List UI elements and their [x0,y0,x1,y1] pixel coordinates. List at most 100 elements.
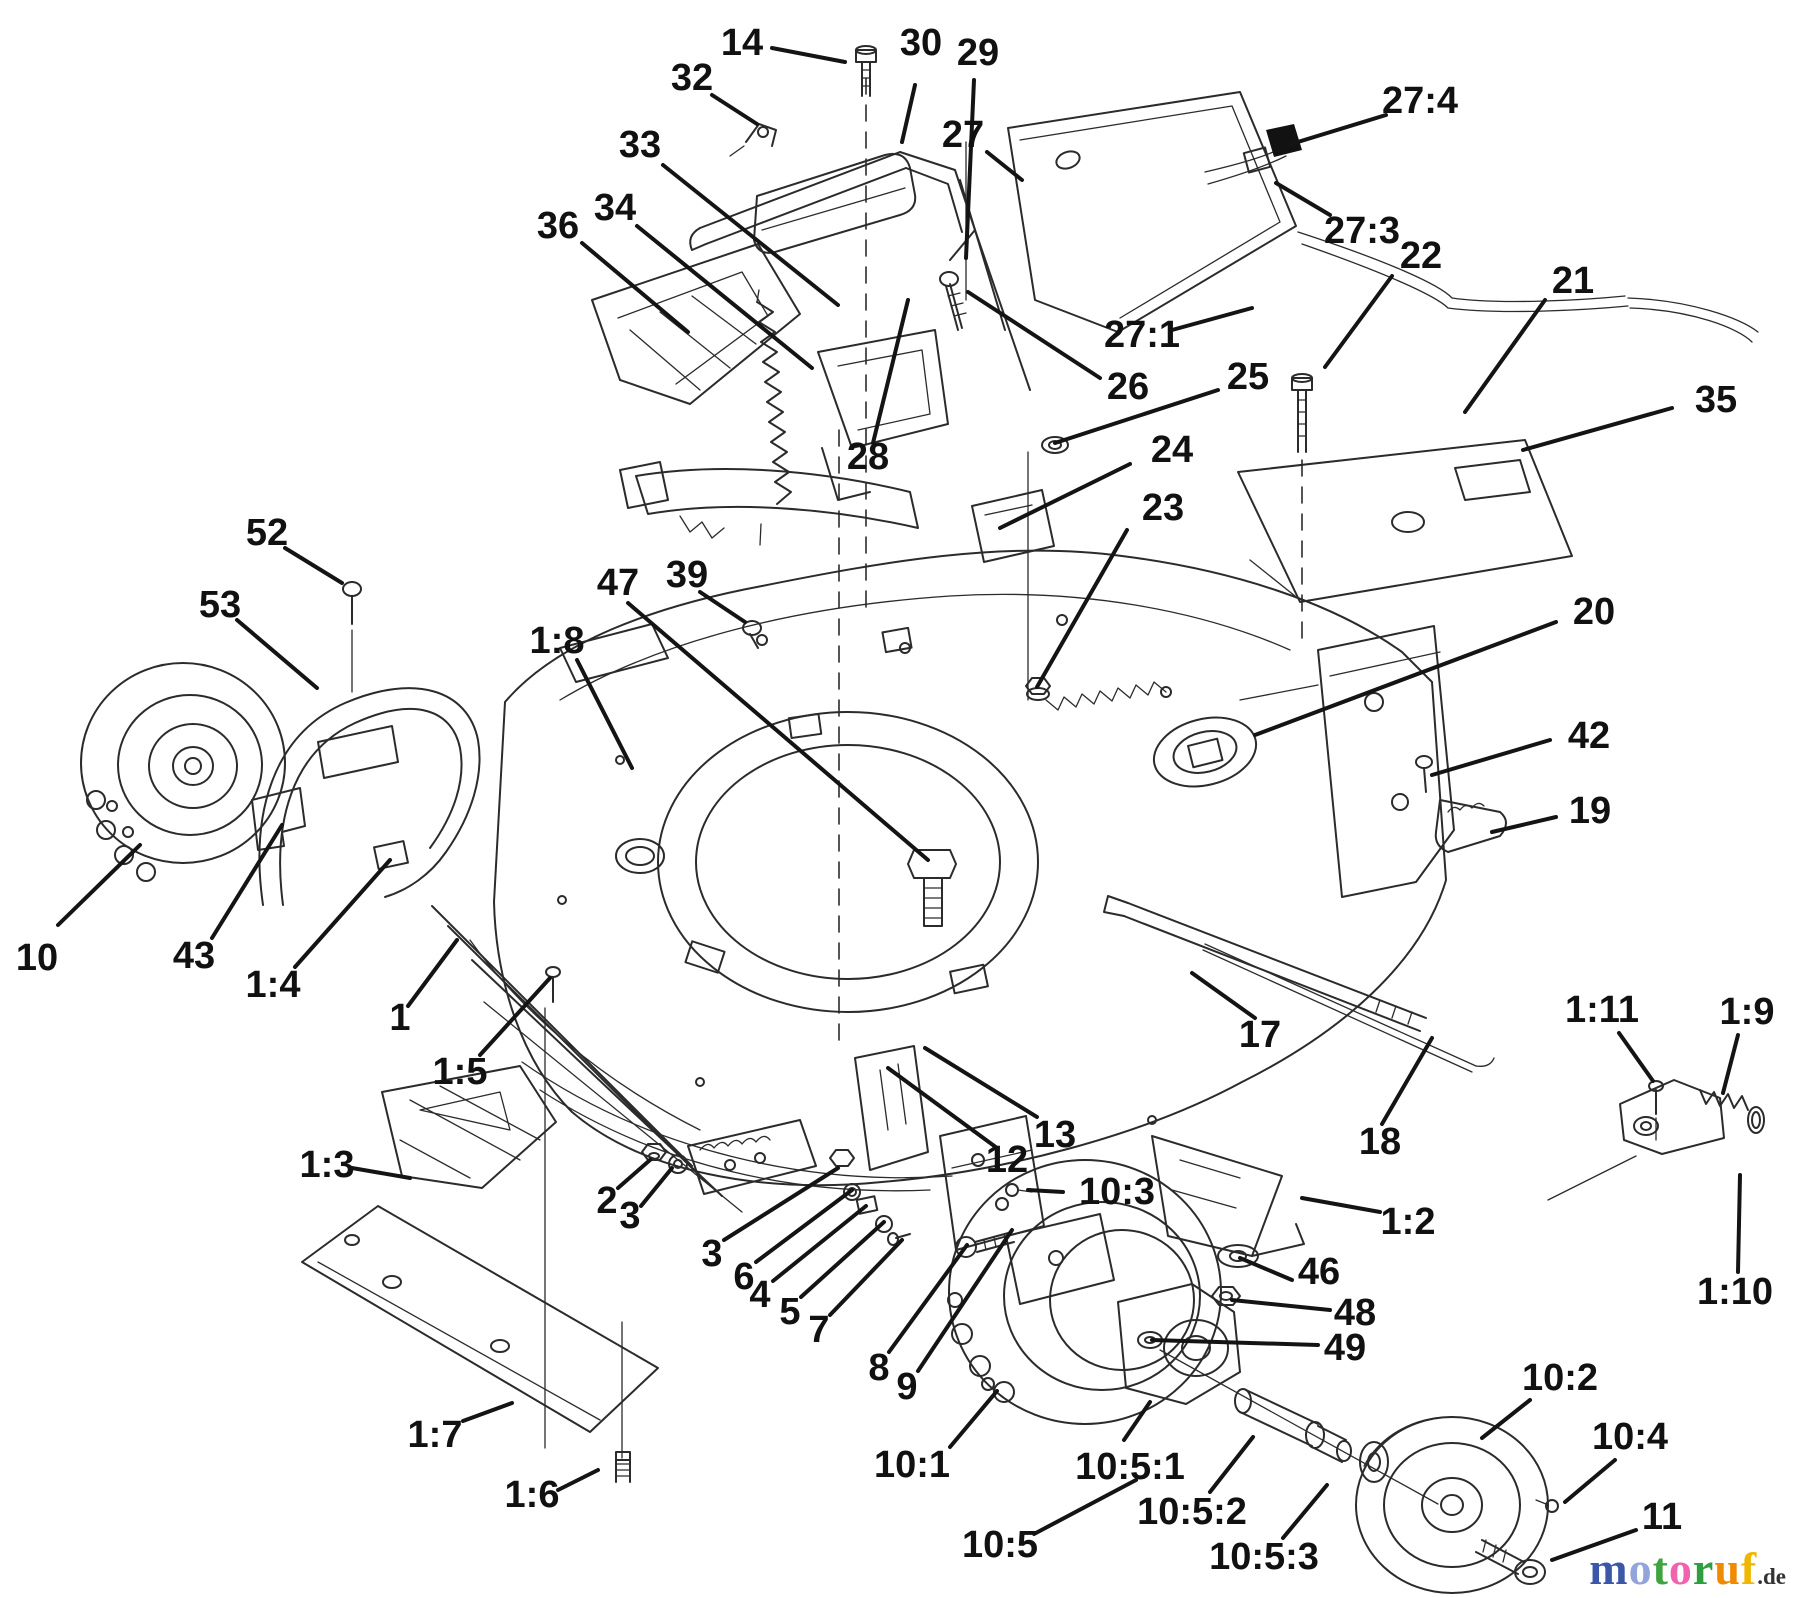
leader-line-27:3-9 [1274,181,1332,217]
part-label-20-24: 20 [1573,591,1615,633]
part-label-42-25: 42 [1568,715,1610,757]
motoruf-letter-4: r [1692,1543,1715,1594]
part-label-6-42: 6 [733,1256,754,1298]
leader-line-10:2-59 [1480,1398,1532,1440]
leader-line-1:4-29 [293,858,392,969]
part-label-46-51: 46 [1298,1251,1340,1293]
part-label-8-46: 8 [868,1347,889,1389]
leader-line-28-16 [871,298,910,445]
leader-line-13-49 [923,1046,1039,1119]
leader-line-10:5:1-56 [1122,1400,1152,1442]
part-label-32-1: 32 [671,57,713,99]
part-label-1:2-37: 1:2 [1381,1201,1436,1243]
front-wheel-drawing [947,1159,1389,1483]
part-label-30-5: 30 [900,22,942,64]
leader-line-1:11-34 [1617,1031,1655,1083]
part-label-36-4: 36 [537,205,579,247]
part-label-10:2-59: 10:2 [1522,1357,1598,1399]
leader-line-12-48 [886,1066,999,1150]
right-side-parts-drawing [1045,625,1507,1073]
part-label-1:4-29: 1:4 [246,964,301,1006]
part-label-10-27: 10 [16,937,58,979]
leader-line-52-19 [283,546,344,585]
part-label-23-18: 23 [1142,487,1184,529]
part-label-10:3-50: 10:3 [1079,1171,1155,1213]
part-label-10:5:2-57: 10:5:2 [1137,1491,1247,1533]
part-label-27:4-8: 27:4 [1382,80,1458,122]
leader-line-29-6 [964,78,976,260]
leader-line-3-41 [722,1166,840,1242]
idler-bracket-drawing [742,620,1765,1201]
part-label-48-52: 48 [1334,1292,1376,1334]
part-label-19-26: 19 [1569,790,1611,832]
leader-line-25-15 [1053,388,1220,445]
part-label-10:5-55: 10:5 [962,1524,1038,1566]
part-label-28-16: 28 [847,436,889,478]
part-label-1:3-38: 1:3 [300,1144,355,1186]
leader-line-10:5:2-57 [1208,1435,1255,1494]
part-label-17-32: 17 [1239,1014,1281,1056]
leader-line-1:8-23 [575,658,634,770]
rear-wheel-drawing [80,662,286,882]
wheel-cap-drawing [1355,1416,1559,1594]
leader-line-18-33 [1380,1036,1434,1126]
motoruf-letter-6: f [1740,1543,1758,1594]
part-label-27:1-13: 27:1 [1104,314,1180,356]
part-label-1:10-36: 1:10 [1697,1271,1773,1313]
leader-line-30-5 [900,83,917,144]
leader-line-47-21 [626,601,930,862]
part-label-3-40: 3 [619,1195,640,1237]
leader-line-42-25 [1430,738,1552,777]
leader-line-26-14 [966,290,1102,380]
part-label-1:9-35: 1:9 [1720,991,1775,1033]
leader-line-1:3-38 [350,1166,412,1180]
leader-line-11-61 [1550,1528,1638,1562]
part-label-53-20: 53 [199,584,241,626]
part-label-4-43: 4 [749,1274,770,1316]
part-label-5-44: 5 [779,1291,800,1333]
leader-line-19-26 [1490,815,1558,834]
skirt-drawing [301,1065,659,1483]
part-label-11-61: 11 [1642,1496,1682,1538]
leader-line-10:4-60 [1563,1458,1617,1504]
leader-line-1:7-62 [461,1401,514,1423]
diagram-artwork [80,45,1765,1594]
part-label-35-12: 35 [1695,379,1737,421]
part-label-47-21: 47 [597,562,639,604]
part-label-33-2: 33 [619,124,661,166]
part-label-34-3: 34 [594,187,636,229]
motoruf-letter-3: o [1668,1543,1693,1594]
part-label-26-14: 26 [1107,366,1149,408]
part-label-29-6: 29 [957,32,999,74]
part-label-18-33: 18 [1359,1121,1401,1163]
part-label-1:6-63: 1:6 [505,1474,560,1516]
leader-line-39-22 [698,590,747,624]
leader-line-22-10 [1323,274,1394,369]
part-label-10:1-54: 10:1 [874,1444,950,1486]
leader-line-9-47 [916,1228,1014,1373]
part-label-21-11: 21 [1552,260,1594,302]
part-label-3-41: 3 [701,1233,722,1275]
leader-line-10:5-55 [1032,1478,1138,1536]
leader-line-1:10-36 [1736,1173,1742,1274]
leader-line-10-27 [56,843,142,927]
motoruf-logo-text: motoruf [1589,1543,1757,1594]
leader-line-27:1-13 [1170,306,1254,332]
leader-line-10:5:3-58 [1281,1483,1329,1540]
part-label-27:3-9: 27:3 [1324,210,1400,252]
leader-line-5-44 [799,1220,886,1299]
adjuster-hardware-drawing [641,1045,1259,1349]
rear-guard-drawing [251,581,481,906]
leader-line-1:6-63 [556,1468,600,1492]
leader-line-33-2 [661,163,840,307]
leader-line-1:2-37 [1300,1196,1382,1214]
leader-line-36-4 [580,241,690,334]
motoruf-letter-1: o [1628,1543,1653,1594]
part-label-1:5-31: 1:5 [433,1051,488,1093]
part-label-13-49: 13 [1034,1114,1076,1156]
leader-line-20-24 [1253,620,1558,737]
part-label-27-7: 27 [942,114,984,156]
leader-line-1-30 [406,938,459,1008]
